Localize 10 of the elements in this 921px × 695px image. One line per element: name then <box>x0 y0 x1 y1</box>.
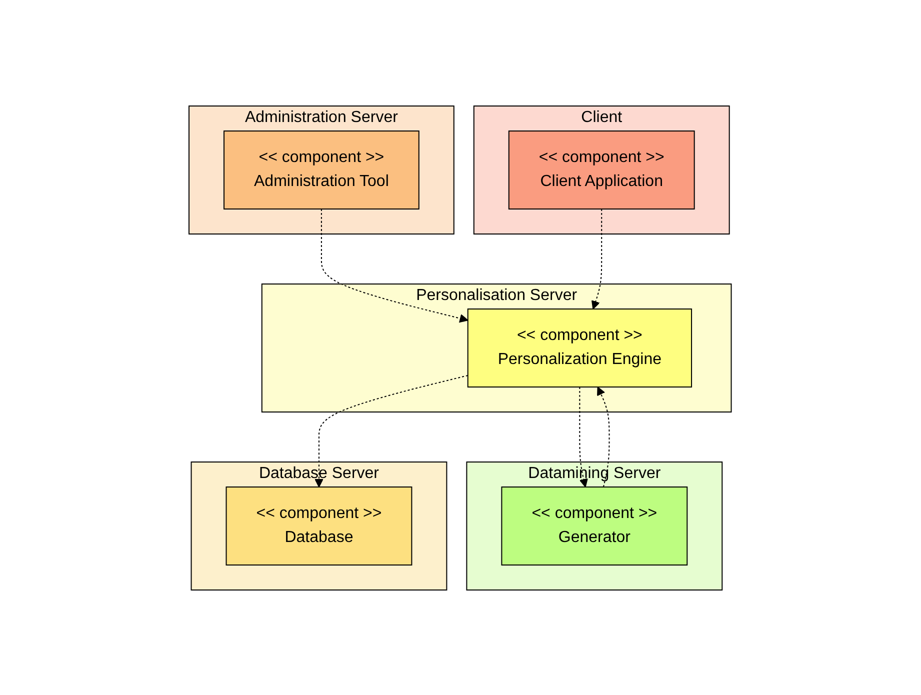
node-box: << component >> Client Application <box>508 130 696 209</box>
arrow <box>314 374 469 487</box>
node-box: << component >> Administration Tool <box>224 130 420 209</box>
arrow <box>597 386 610 487</box>
node-box: << component >> Personalization Engine <box>468 308 692 387</box>
arrow <box>580 386 588 487</box>
arrow <box>592 208 602 309</box>
node-box: << component >> Database <box>226 486 413 565</box>
arrow <box>321 208 469 322</box>
node-box: << component >> Generator <box>502 486 688 565</box>
